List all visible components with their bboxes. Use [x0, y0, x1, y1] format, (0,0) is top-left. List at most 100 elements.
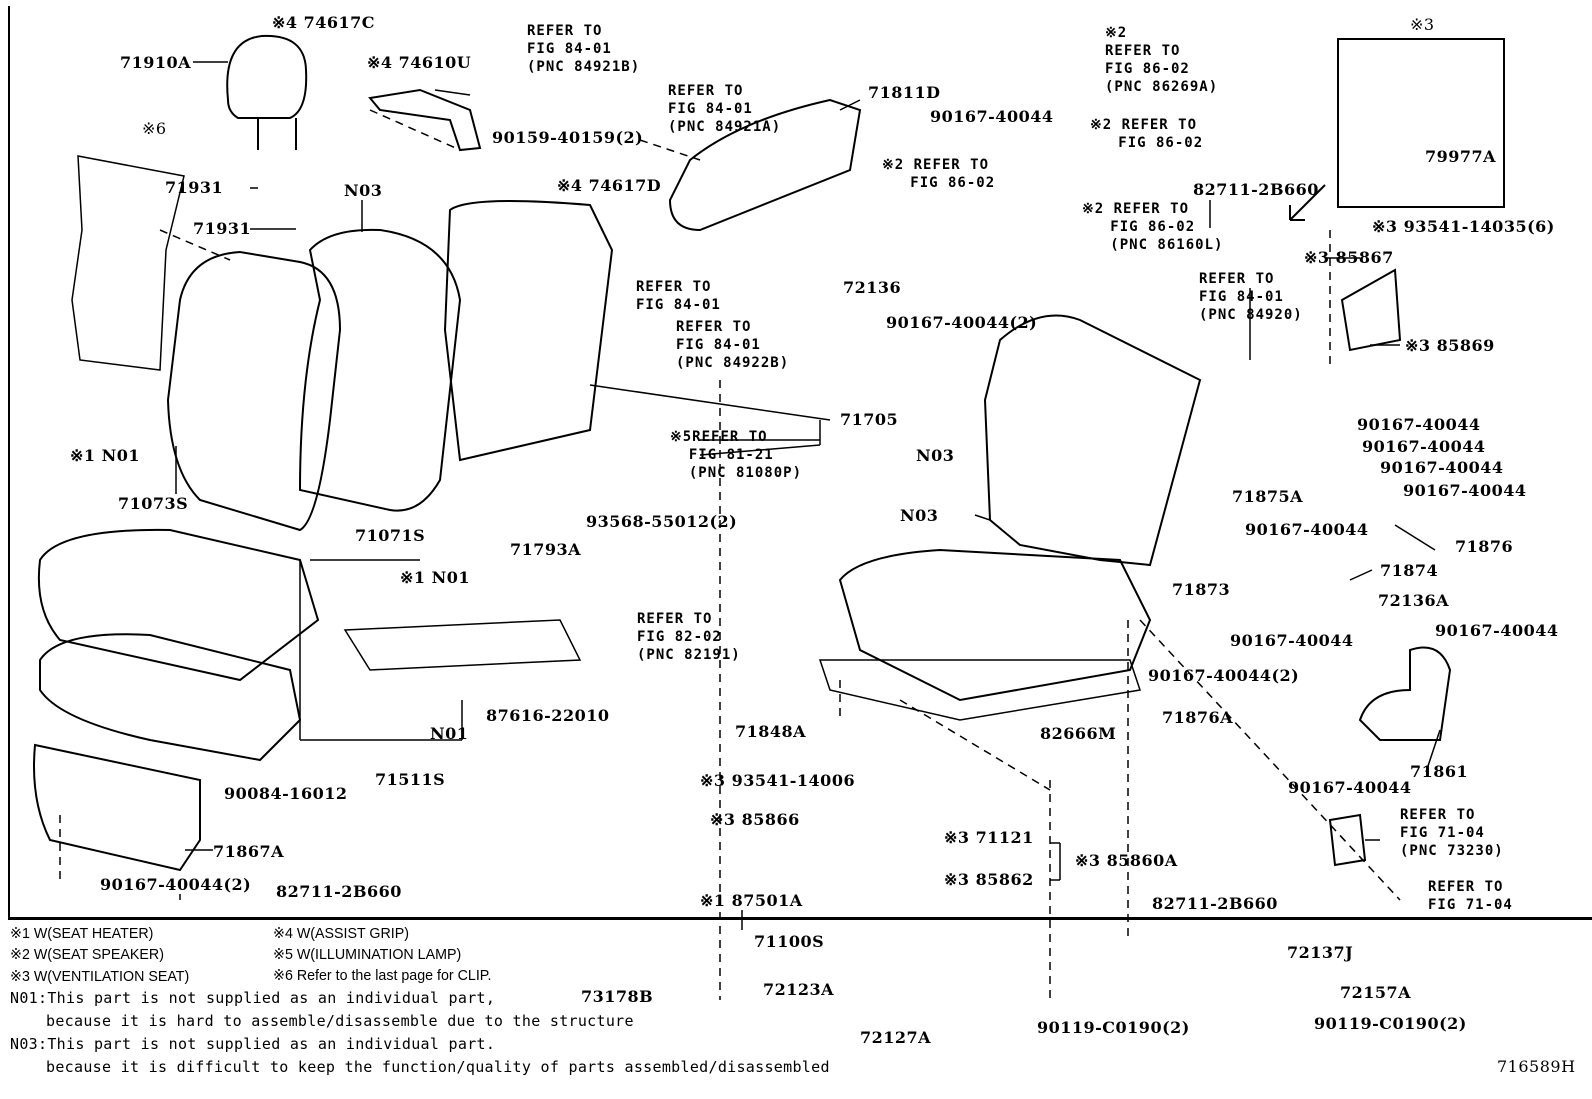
- part-90119-C0190-2: 90119-C0190(2): [1037, 1018, 1190, 1037]
- part-71705: 71705: [840, 410, 899, 429]
- part-90167-40044: 90167-40044: [1230, 631, 1354, 650]
- ref-73230: REFER TO FIG 71-04 (PNC 73230): [1400, 807, 1504, 859]
- part-90167-40044: 90167-40044: [1288, 778, 1412, 797]
- seatback-cover-outer-part: [1340, 268, 1402, 352]
- ref-81080P: ※5REFER TO FIG 81-21 (PNC 81080P): [670, 429, 803, 481]
- ref-84921A: REFER TO FIG 84-01 (PNC 84921A): [668, 83, 782, 135]
- ref-84921B: REFER TO FIG 84-01 (PNC 84921B): [527, 23, 641, 75]
- part-71793A: 71793A: [510, 540, 582, 559]
- seat-cushion-heater: [343, 619, 582, 671]
- legend-note-6: ※6 Refer to the last page for CLIP.: [273, 967, 492, 984]
- part-72123A: 72123A: [763, 980, 835, 999]
- part-N01: ※1 N01: [70, 446, 140, 465]
- part-72157A: 72157A: [1340, 983, 1412, 1002]
- part-72127A: 72127A: [860, 1028, 932, 1047]
- part-82711-2B660: 82711-2B660: [276, 882, 402, 901]
- part-72137J: 72137J: [1287, 943, 1354, 962]
- seatback-cover-part: [166, 250, 342, 532]
- legend-note-4: ※4 W(ASSIST GRIP): [273, 925, 409, 942]
- part-71931: 71931: [193, 219, 252, 238]
- part-74617D: ※4 74617D: [557, 176, 662, 195]
- part-85860A: ※3 85860A: [1075, 851, 1178, 870]
- part-74617C: ※4 74617C: [272, 13, 376, 32]
- part-71931: 71931: [165, 178, 224, 197]
- part-93541-14035: ※3 93541-14035(6): [1372, 217, 1555, 236]
- part-90167-40044: 90167-40044: [1435, 621, 1559, 640]
- part-71811D: 71811D: [868, 83, 941, 102]
- part-90084-16012: 90084-16012: [224, 784, 348, 803]
- part-87616-22010: 87616-22010: [486, 706, 610, 725]
- shield-inner-part: [668, 98, 862, 232]
- part-71071S: 71071S: [355, 526, 426, 545]
- legend-n01-line2: because it is hard to assemble/disassemb…: [46, 1012, 634, 1030]
- seatback-board-part: [443, 200, 614, 462]
- part-79977A: 79977A: [1425, 147, 1497, 166]
- part-71121: ※3 71121: [944, 828, 1034, 847]
- part-85867: ※3 85867: [1304, 248, 1394, 267]
- legend-note-5: ※5 W(ILLUMINATION LAMP): [273, 946, 462, 963]
- seat-cushion-frame-part: [838, 548, 1152, 702]
- part-71073S: 71073S: [118, 494, 189, 513]
- part-71848A: 71848A: [735, 722, 807, 741]
- part-71867A: 71867A: [213, 842, 285, 861]
- part-90159-40159: 90159-40159(2): [492, 128, 644, 147]
- part-90167-40044-2: 90167-40044(2): [886, 313, 1038, 332]
- ventilation-detail-box: [1337, 38, 1505, 208]
- legend-divider: [8, 917, 1592, 920]
- note-3-mark: ※3: [1410, 15, 1435, 34]
- diagram-frame: [8, 6, 1588, 918]
- part-85866: ※3 85866: [710, 810, 800, 829]
- seat-cushion-cover-part: [37, 528, 320, 682]
- part-90167-40044: 90167-40044: [1403, 481, 1527, 500]
- part-93568-55012-2: 93568-55012(2): [586, 512, 738, 531]
- part-71910A: 71910A: [120, 53, 192, 72]
- arrow-icon: [1289, 184, 1326, 221]
- seatback-heater-pad: [71, 155, 185, 371]
- part-90167-40044: 90167-40044: [1245, 520, 1369, 539]
- ref-82191: REFER TO FIG 82-02 (PNC 82191): [637, 611, 741, 663]
- ref-84920: REFER TO FIG 84-01 (PNC 84920): [1199, 271, 1303, 323]
- part-N03: N03: [916, 446, 955, 465]
- part-90167-40044: 90167-40044: [930, 107, 1054, 126]
- dashed-guide-lines: [59, 109, 1401, 1000]
- part-71876A: 71876A: [1162, 708, 1234, 727]
- part-82711-2B660: 82711-2B660: [1152, 894, 1278, 913]
- part-71100S: 71100S: [754, 932, 825, 951]
- part-90119-C0190-2: 90119-C0190(2): [1314, 1014, 1467, 1033]
- cushion-shield-part: [33, 743, 201, 872]
- part-90167-40044: 90167-40044: [1362, 437, 1486, 456]
- ref-86269A: ※2 REFER TO FIG 86-02 (PNC 86269A): [1105, 25, 1219, 95]
- part-72136: 72136: [843, 278, 902, 297]
- seat-belt-buckle-part: [1328, 813, 1367, 867]
- headrest-stays: [257, 118, 297, 150]
- ref-84922B: REFER TO FIG 84-01 (PNC 84922B): [676, 319, 790, 371]
- part-72136A: 72136A: [1378, 591, 1450, 610]
- ref-86-02: ※2 REFER TO FIG 86-02: [882, 157, 996, 191]
- part-82711-2B660: 82711-2B660: [1193, 180, 1319, 199]
- part-90167-40044-2: 90167-40044(2): [100, 875, 252, 894]
- part-71511S: 71511S: [375, 770, 446, 789]
- part-71875A: 71875A: [1232, 487, 1304, 506]
- legend-n01-line1: N01:This part is not supplied as an indi…: [10, 989, 496, 1007]
- part-71861: 71861: [1410, 762, 1469, 781]
- part-71876: 71876: [1455, 537, 1514, 556]
- part-N01: ※1 N01: [400, 568, 470, 587]
- ref-84-01: REFER TO FIG 84-01: [636, 279, 721, 313]
- part-73178B: 73178B: [581, 987, 654, 1006]
- headrest-part: [226, 34, 308, 119]
- part-82666M: 82666M: [1040, 724, 1117, 743]
- part-90167-40044: 90167-40044: [1380, 458, 1504, 477]
- part-N03: N03: [344, 181, 383, 200]
- part-N03: N03: [900, 506, 939, 525]
- note-6-mark: ※6: [142, 119, 167, 138]
- ref-86-02: ※2 REFER TO FIG 86-02: [1090, 117, 1204, 151]
- part-74610U: ※4 74610U: [367, 53, 472, 72]
- part-85869: ※3 85869: [1405, 336, 1495, 355]
- legend-note-3: ※3 W(VENTILATION SEAT): [10, 968, 190, 985]
- ref-71-04: REFER TO FIG 71-04: [1428, 879, 1513, 913]
- part-90167-40044: 90167-40044: [1357, 415, 1481, 434]
- part-85862: ※3 85862: [944, 870, 1034, 889]
- part-93541-14006: ※3 93541-14006: [700, 771, 856, 790]
- legend-n03-line2: because it is difficult to keep the func…: [46, 1058, 830, 1076]
